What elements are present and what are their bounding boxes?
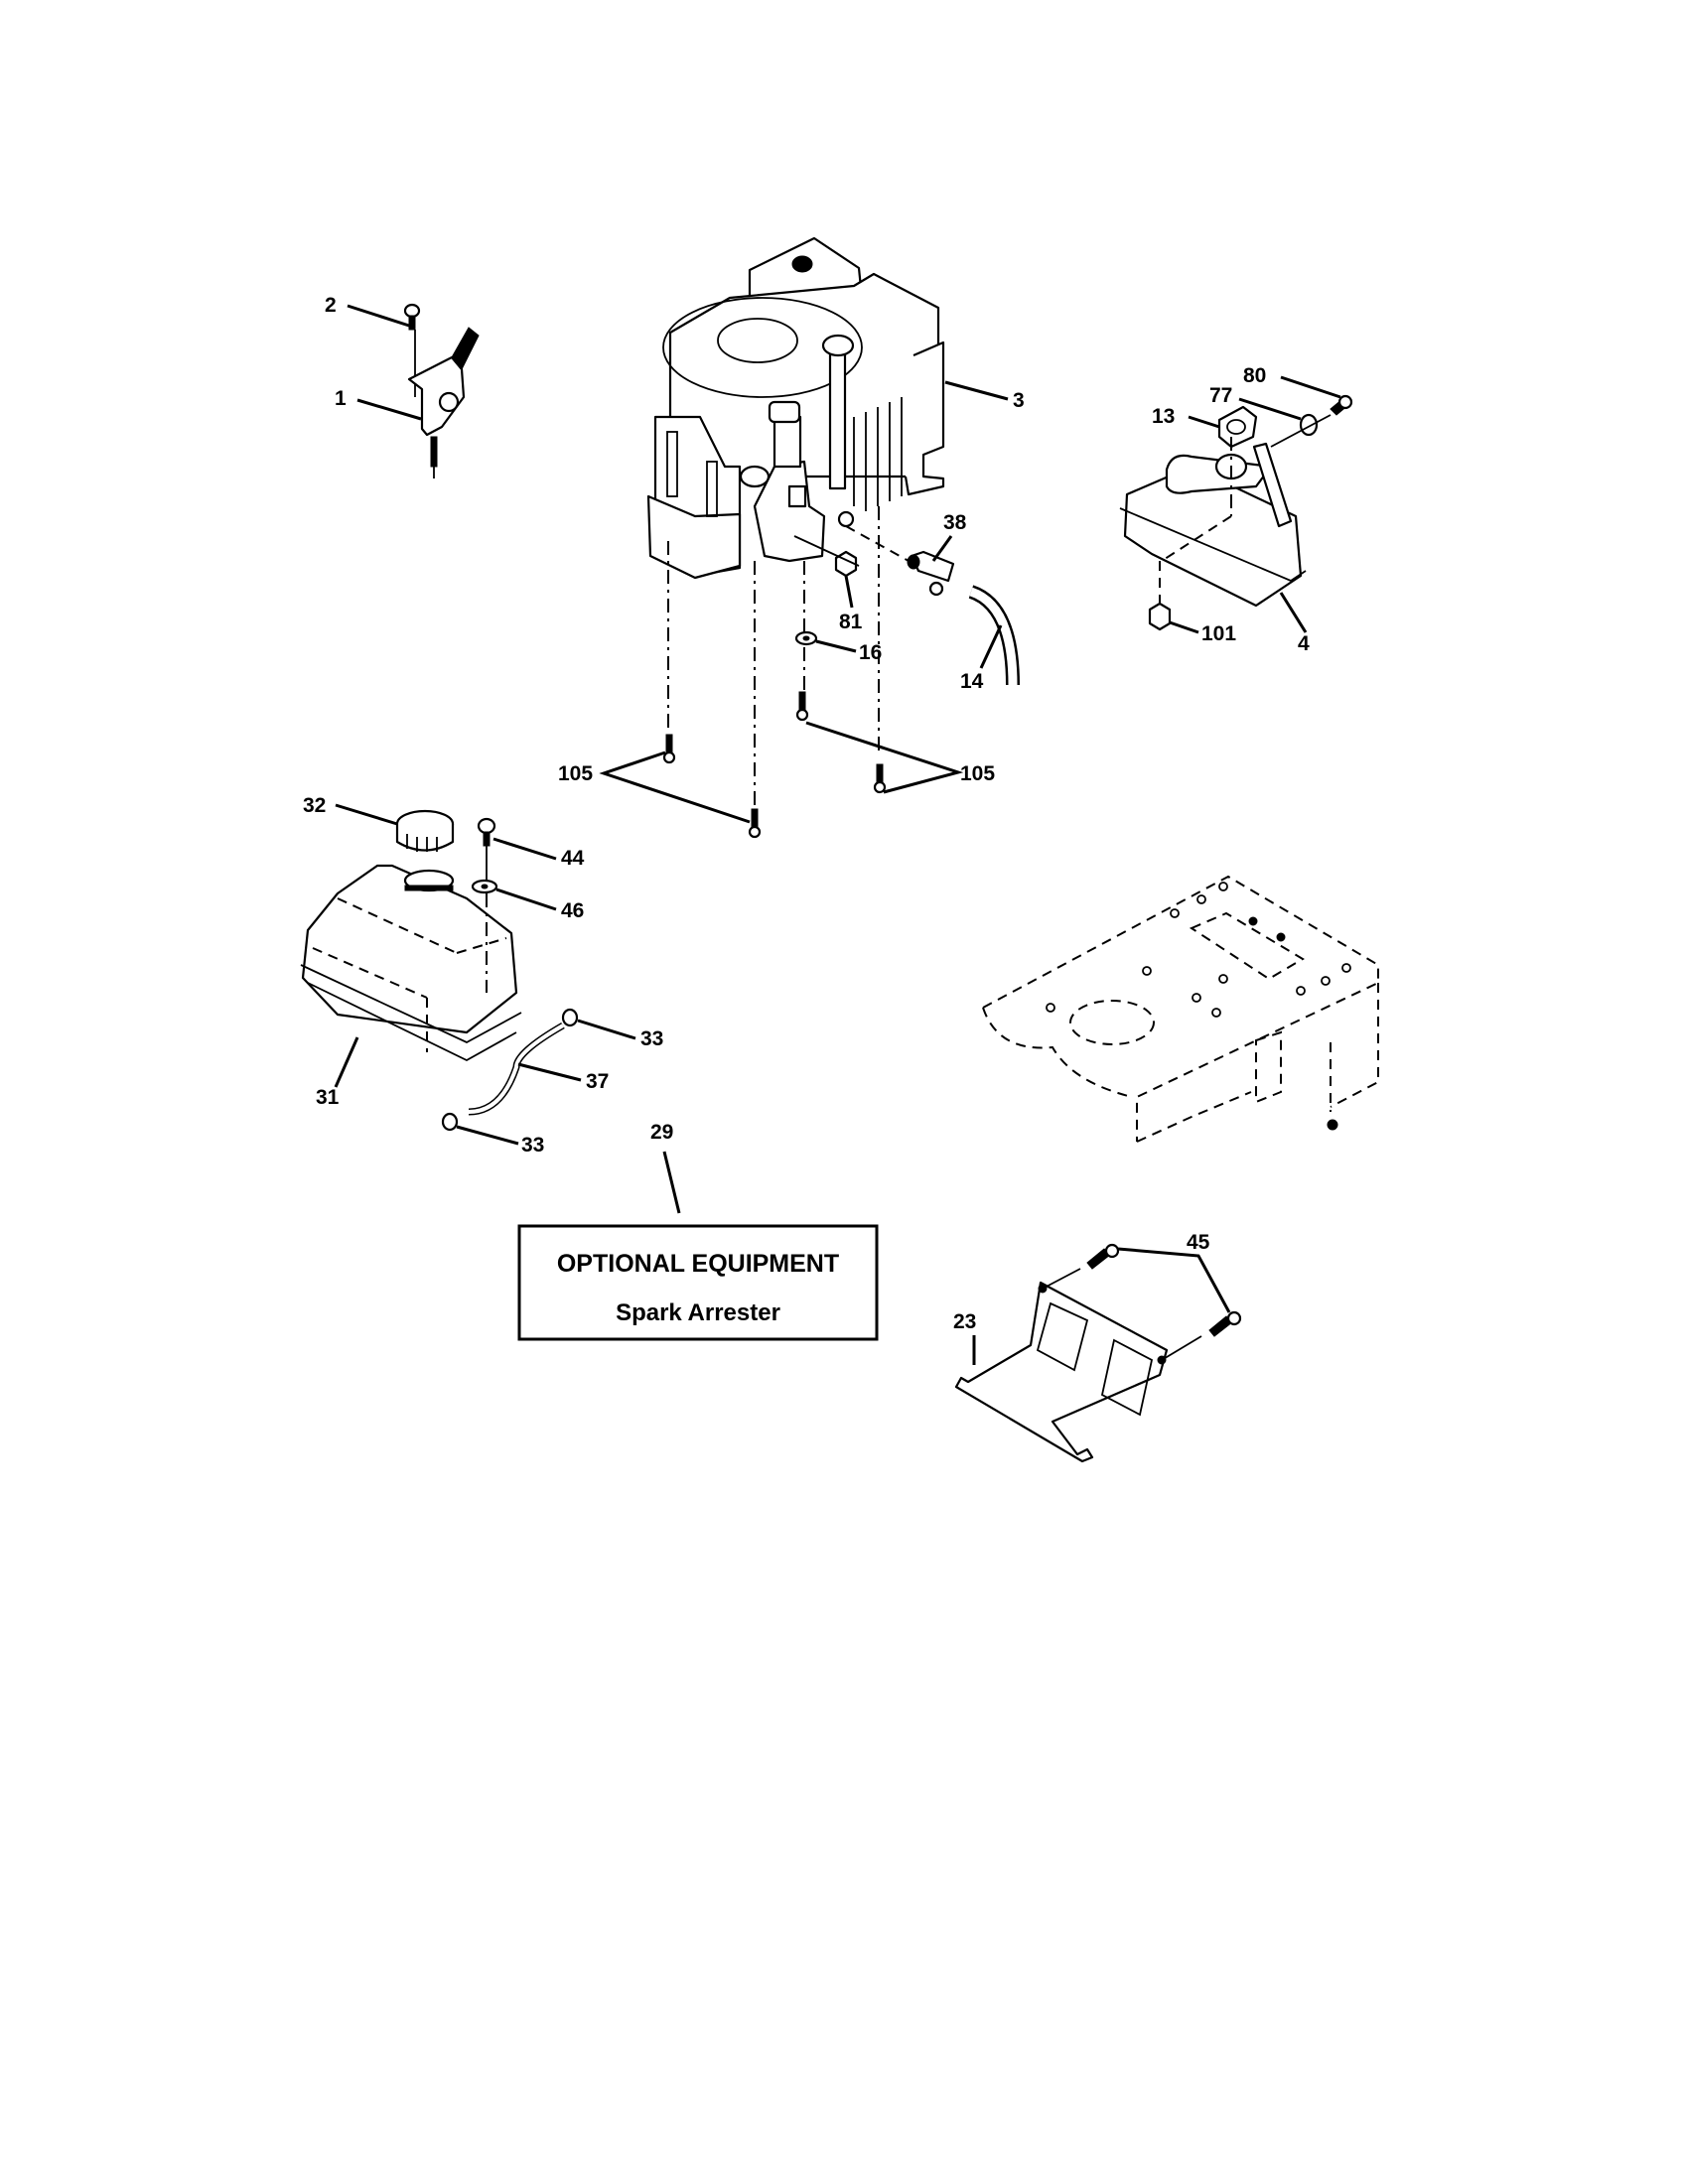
callout-32: 32 xyxy=(303,794,326,817)
engine-bolts-part-105: 105 105 xyxy=(558,691,995,839)
fuel-line-part-37: 37 xyxy=(468,1022,609,1116)
callout-13: 13 xyxy=(1152,405,1175,428)
gasket-part-13 xyxy=(1217,405,1258,449)
washer-part-16: 16 xyxy=(794,630,882,664)
callout-29: 29 xyxy=(650,1121,673,1144)
callout-33-bottom: 33 xyxy=(521,1134,544,1157)
nut-part-81: 81 xyxy=(793,535,863,633)
optional-equipment-box xyxy=(517,1224,879,1341)
callout-1: 1 xyxy=(335,387,347,410)
cylinder-fins xyxy=(853,397,903,511)
leader-105-right xyxy=(805,721,964,794)
callout-77: 77 xyxy=(1209,384,1232,407)
callout-44: 44 xyxy=(561,847,585,870)
leader-3 xyxy=(944,380,1009,401)
fuel-tank-part-31: 31 xyxy=(300,864,522,1109)
callout-45: 45 xyxy=(1187,1231,1210,1254)
callout-38: 38 xyxy=(943,511,967,534)
fuel-cap-part-32: 32 xyxy=(303,794,455,852)
engine-part-3: 3 xyxy=(646,236,1025,809)
chassis-frame-reference xyxy=(982,875,1379,1143)
optional-equipment-part-29: 29 OPTIONAL EQUIPMENT Spark Arrester xyxy=(517,1121,879,1341)
fuel-hose-part-14: 14 xyxy=(960,585,1020,693)
callout-23: 23 xyxy=(953,1310,976,1333)
callout-80: 80 xyxy=(1243,364,1266,387)
leader-45 xyxy=(1117,1247,1231,1313)
bolt-part-45-upper xyxy=(1042,1243,1120,1290)
fuel-tank-assembly: 32 31 44 46 xyxy=(300,794,663,1157)
nut-part-101 xyxy=(1148,602,1172,631)
screw-part-44: 44 xyxy=(477,817,585,993)
washer-part-77 xyxy=(1299,413,1319,437)
leader-2 xyxy=(347,304,410,328)
callout-16: 16 xyxy=(859,641,882,664)
screw-part-2 xyxy=(403,303,421,397)
callout-46: 46 xyxy=(561,899,584,922)
bolt-part-45-lower xyxy=(1161,1310,1242,1361)
callout-105-right: 105 xyxy=(960,762,995,785)
throttle-control-assembly: 2 1 xyxy=(325,294,480,478)
washer-part-46: 46 xyxy=(471,879,584,922)
hose-clamp-part-33-bottom: 33 xyxy=(441,1112,544,1157)
throttle-bracket-part-1 xyxy=(407,327,480,478)
callout-81: 81 xyxy=(839,611,863,633)
callout-105-left: 105 xyxy=(558,762,593,785)
optional-equipment-title: OPTIONAL EQUIPMENT xyxy=(557,1250,839,1278)
heat-shield-assembly: 23 45 xyxy=(953,1231,1242,1463)
callout-14: 14 xyxy=(960,670,984,693)
callout-2: 2 xyxy=(325,294,337,317)
muffler-assembly: 13 77 80 4 101 xyxy=(1119,364,1353,655)
callout-33-top: 33 xyxy=(640,1027,663,1050)
optional-equipment-item: Spark Arrester xyxy=(616,1299,780,1326)
callout-4: 4 xyxy=(1298,632,1310,655)
leader-105-left xyxy=(599,751,751,824)
callout-101: 101 xyxy=(1201,622,1236,645)
callout-37: 37 xyxy=(586,1070,609,1093)
heat-shield-part-23 xyxy=(954,1281,1169,1463)
callout-3: 3 xyxy=(1013,389,1025,412)
leader-1 xyxy=(356,398,422,421)
hose-clamp-part-33-top: 33 xyxy=(561,1008,663,1050)
callout-31: 31 xyxy=(316,1086,340,1109)
fuel-filter-part-38: 38 xyxy=(845,511,967,597)
